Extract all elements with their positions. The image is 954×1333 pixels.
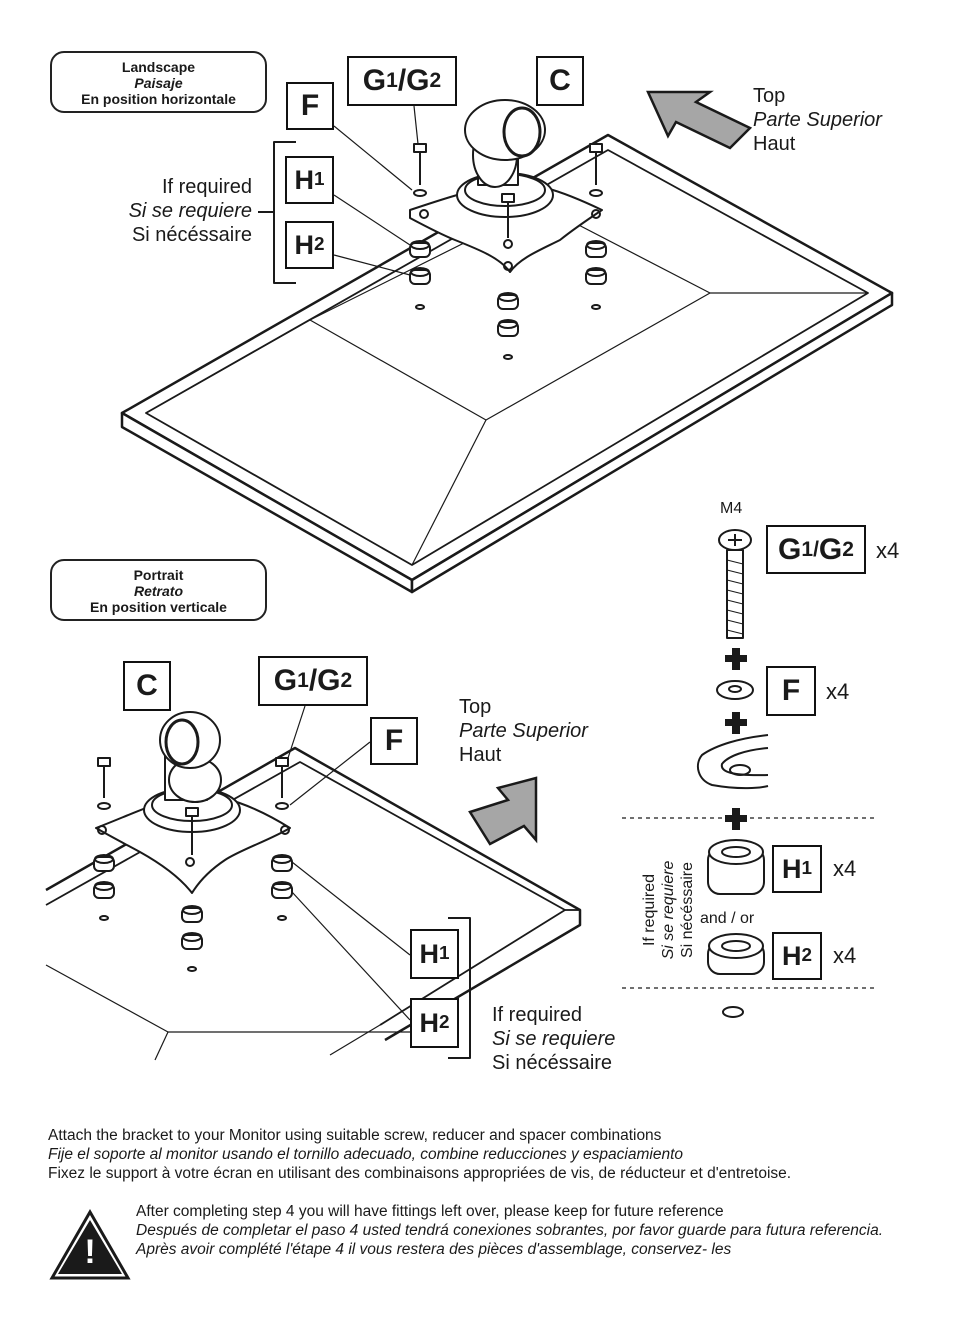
if-required-en: If required (641, 873, 658, 947)
h2-sub: 2 (801, 945, 812, 966)
screw-size: M4 (720, 500, 743, 517)
portrait-badge: Portrait Retrato En position verticale (50, 559, 267, 621)
label-f-landscape: F (286, 82, 334, 130)
top-label-portrait: Top Parte Superior Haut (459, 695, 639, 767)
warning-es: Después de completar el paso 4 usted ten… (136, 1222, 884, 1239)
landscape-es: Paisaje (134, 75, 183, 91)
landscape-bracket (258, 99, 607, 360)
if-required-en: If required (161, 176, 252, 198)
parts-column (622, 529, 875, 1018)
label-f-portrait: F (370, 717, 418, 765)
g-letter: G (818, 532, 843, 566)
if-required-landscape: If required Si se requiere Si nécéssaire (90, 175, 252, 247)
h-letter: H (781, 853, 802, 884)
portrait-fr: En position verticale (90, 599, 227, 615)
landscape-badge: Landscape Paisaje En position horizontal… (50, 51, 267, 113)
warning-icon (49, 1208, 131, 1280)
g-sep: / (397, 64, 407, 97)
portrait-bracket (93, 705, 471, 1059)
g-sub1: 1 (297, 669, 309, 692)
h1-sub: 1 (438, 943, 450, 964)
instructions-en: Attach the bracket to your Monitor using… (48, 1127, 662, 1144)
if-required-es: Si se requiere (492, 1028, 616, 1050)
g-sub2: 2 (842, 537, 854, 561)
h-letter: H (294, 164, 314, 195)
portrait-en: Portrait (133, 567, 184, 583)
h2-sub: 2 (313, 234, 325, 255)
h2-sub: 2 (438, 1012, 450, 1033)
h1-sub: 1 (801, 858, 812, 879)
f-quantity: x4 (826, 679, 850, 704)
top-fr: Haut (753, 133, 796, 155)
if-required-en: If required (492, 1004, 583, 1026)
g-sep: / (308, 664, 318, 697)
g-sub1: 1 (801, 537, 814, 561)
top-es: Parte Superior (753, 109, 882, 131)
g-letter: G (362, 64, 387, 97)
h1-sub: 1 (313, 169, 325, 190)
warning-fr: Après avoir complété l'étape 4 il vous r… (136, 1241, 732, 1258)
label-c-landscape: C (536, 56, 584, 106)
g-sep: / (813, 537, 819, 561)
g-letter: G (273, 664, 298, 697)
if-required-es: Si se requiere (128, 200, 252, 222)
if-required-fr: Si nécéssaire (131, 224, 252, 246)
landscape-en: Landscape (121, 59, 196, 75)
g-sub2: 2 (429, 69, 442, 92)
top-arrow-landscape (646, 90, 753, 150)
warning-text: After completing step 4 you will have fi… (136, 1202, 906, 1259)
g-sub2: 2 (340, 669, 353, 692)
h-letter: H (419, 938, 439, 969)
and-or-label: and / or (700, 910, 755, 927)
landscape-fr: En position horizontale (81, 91, 236, 107)
top-en: Top (753, 85, 786, 107)
portrait-es: Retrato (133, 583, 183, 599)
if-required-portrait: If required Si se requiere Si nécéssaire (492, 1003, 662, 1075)
top-label-landscape: Top Parte Superior Haut (753, 84, 933, 156)
g-sub1: 1 (386, 69, 398, 92)
instructions-fr: Fixez le support à votre écran en utilis… (48, 1165, 792, 1182)
instructions-es: Fije el soporte al monitor usando el tor… (48, 1146, 684, 1163)
label-c-portrait: C (123, 661, 171, 711)
instructions: Attach the bracket to your Monitor using… (48, 1126, 918, 1183)
top-en: Top (459, 696, 492, 718)
warning-en: After completing step 4 you will have fi… (136, 1203, 724, 1220)
landscape-monitor (120, 133, 894, 594)
top-es: Parte Superior (459, 720, 588, 742)
h2-quantity: x4 (833, 943, 857, 968)
if-required-vertical: If required Si se requiere Si nécéssaire (640, 800, 697, 1020)
warning-symbol: ! (84, 1233, 96, 1271)
top-fr: Haut (459, 744, 502, 766)
g-letter: G (317, 664, 341, 697)
h1-quantity: x4 (833, 856, 857, 881)
g-letter: G (778, 532, 802, 566)
label-f-parts: F (766, 666, 816, 716)
if-required-fr: Si nécéssaire (492, 1052, 613, 1074)
top-arrow-portrait (468, 776, 538, 846)
h-letter: H (419, 1007, 439, 1038)
if-required-es: Si se requiere (660, 860, 677, 960)
if-required-fr: Si nécéssaire (679, 861, 696, 959)
g-letter: G (406, 64, 430, 97)
g-quantity: x4 (876, 538, 900, 563)
h-letter: H (781, 940, 802, 971)
h-letter: H (294, 229, 314, 260)
